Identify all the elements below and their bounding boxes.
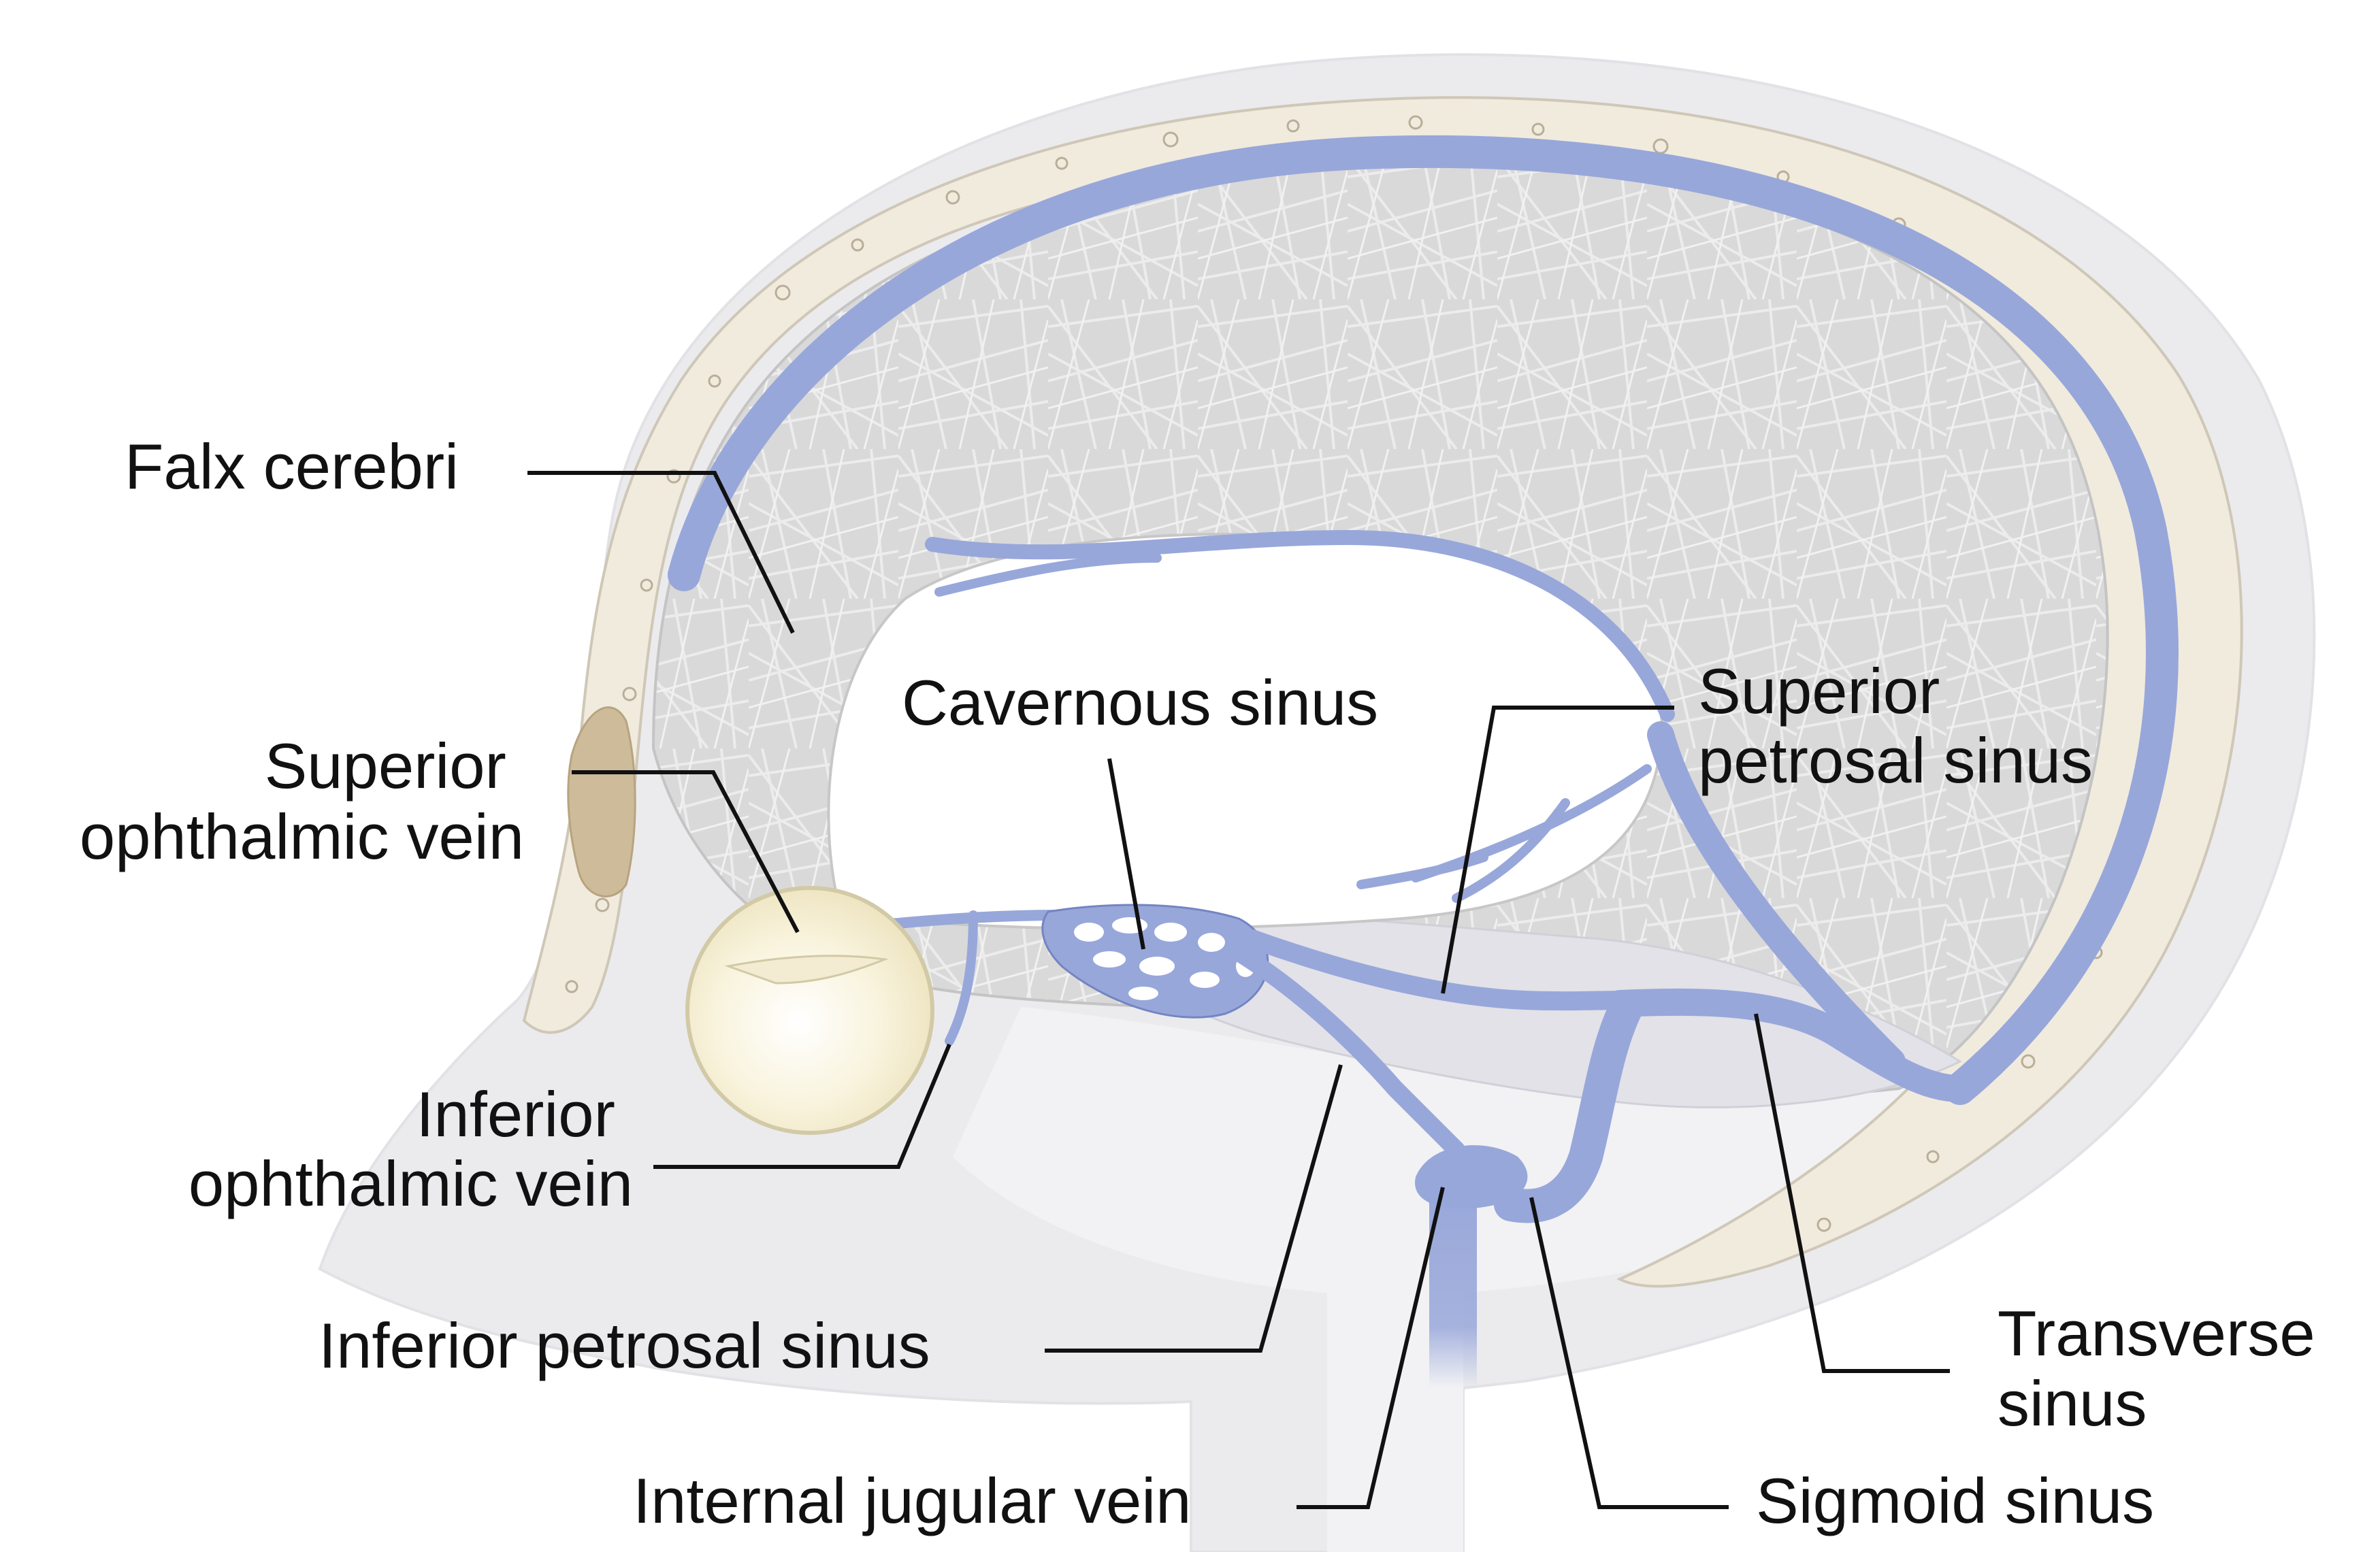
label-inferior-petrosal-sinus: Inferior petrosal sinus <box>319 1310 930 1381</box>
transverse-sinus-vessel <box>1606 988 1974 1102</box>
superior-sagittal-sinus <box>668 135 2179 1105</box>
label-transverse-sinus: Transverse sinus <box>1998 1298 2333 1439</box>
label-cavernous-sinus: Cavernous sinus <box>902 667 1378 738</box>
leader-inferior-ophthalmic-vein <box>653 1043 951 1169</box>
leader-superior-ophthalmic-vein <box>572 770 800 934</box>
leader-sigmoid-sinus <box>1529 1197 1729 1509</box>
leader-inferior-petrosal-sinus <box>1045 1064 1343 1353</box>
label-inferior-ophthalmic-vein: Inferior ophthalmic vein <box>189 1078 633 1219</box>
leader-falx-cerebri <box>527 471 795 634</box>
inferior-petrosal-vessel <box>1230 944 1465 1159</box>
sigmoid-sinus-vessel <box>1494 990 1644 1223</box>
label-falx-cerebri: Falx cerebri <box>125 431 459 502</box>
label-superior-ophthalmic-vein-line2: ophthalmic vein <box>80 801 524 872</box>
leader-lines <box>527 471 1950 1509</box>
label-superior-ophthalmic-vein-line1: Superior <box>265 730 506 802</box>
superior-petrosal-branches <box>1356 764 1652 903</box>
label-superior-petrosal-sinus-line2: petrosal sinus <box>1698 725 2093 796</box>
label-superior-petrosal-sinus-line1: Superior <box>1698 655 1940 727</box>
inferior-sagittal-branch <box>934 553 1162 597</box>
optic-stalk <box>724 955 889 985</box>
inferior-ophthalmic-vessel <box>945 910 978 1046</box>
orbit-region <box>567 706 636 897</box>
leader-internal-jugular-vein <box>1297 1187 1445 1509</box>
label-inferior-ophthalmic-vein-line1: Inferior <box>416 1078 615 1150</box>
label-transverse-sinus-line2: sinus <box>1998 1368 2147 1439</box>
label-transverse-sinus-line1: Transverse <box>1998 1298 2315 1369</box>
eyeball <box>685 886 934 1135</box>
straight-sinus <box>1647 721 1906 1075</box>
label-sigmoid-sinus: Sigmoid sinus <box>1756 1465 2154 1536</box>
leader-cavernous-sinus <box>1107 758 1145 950</box>
skull-bone <box>522 96 2243 1288</box>
label-superior-ophthalmic-vein: Superior ophthalmic vein <box>80 730 524 872</box>
inferior-sagittal-sinus <box>925 529 1675 722</box>
label-inferior-ophthalmic-vein-line2: ophthalmic vein <box>189 1148 633 1219</box>
label-superior-petrosal-sinus: Superior petrosal sinus <box>1698 655 2093 796</box>
leader-superior-petrosal-sinus <box>1441 706 1674 994</box>
leader-transverse-sinus <box>1754 1013 1950 1373</box>
label-internal-jugular-vein: Internal jugular vein <box>633 1465 1191 1536</box>
